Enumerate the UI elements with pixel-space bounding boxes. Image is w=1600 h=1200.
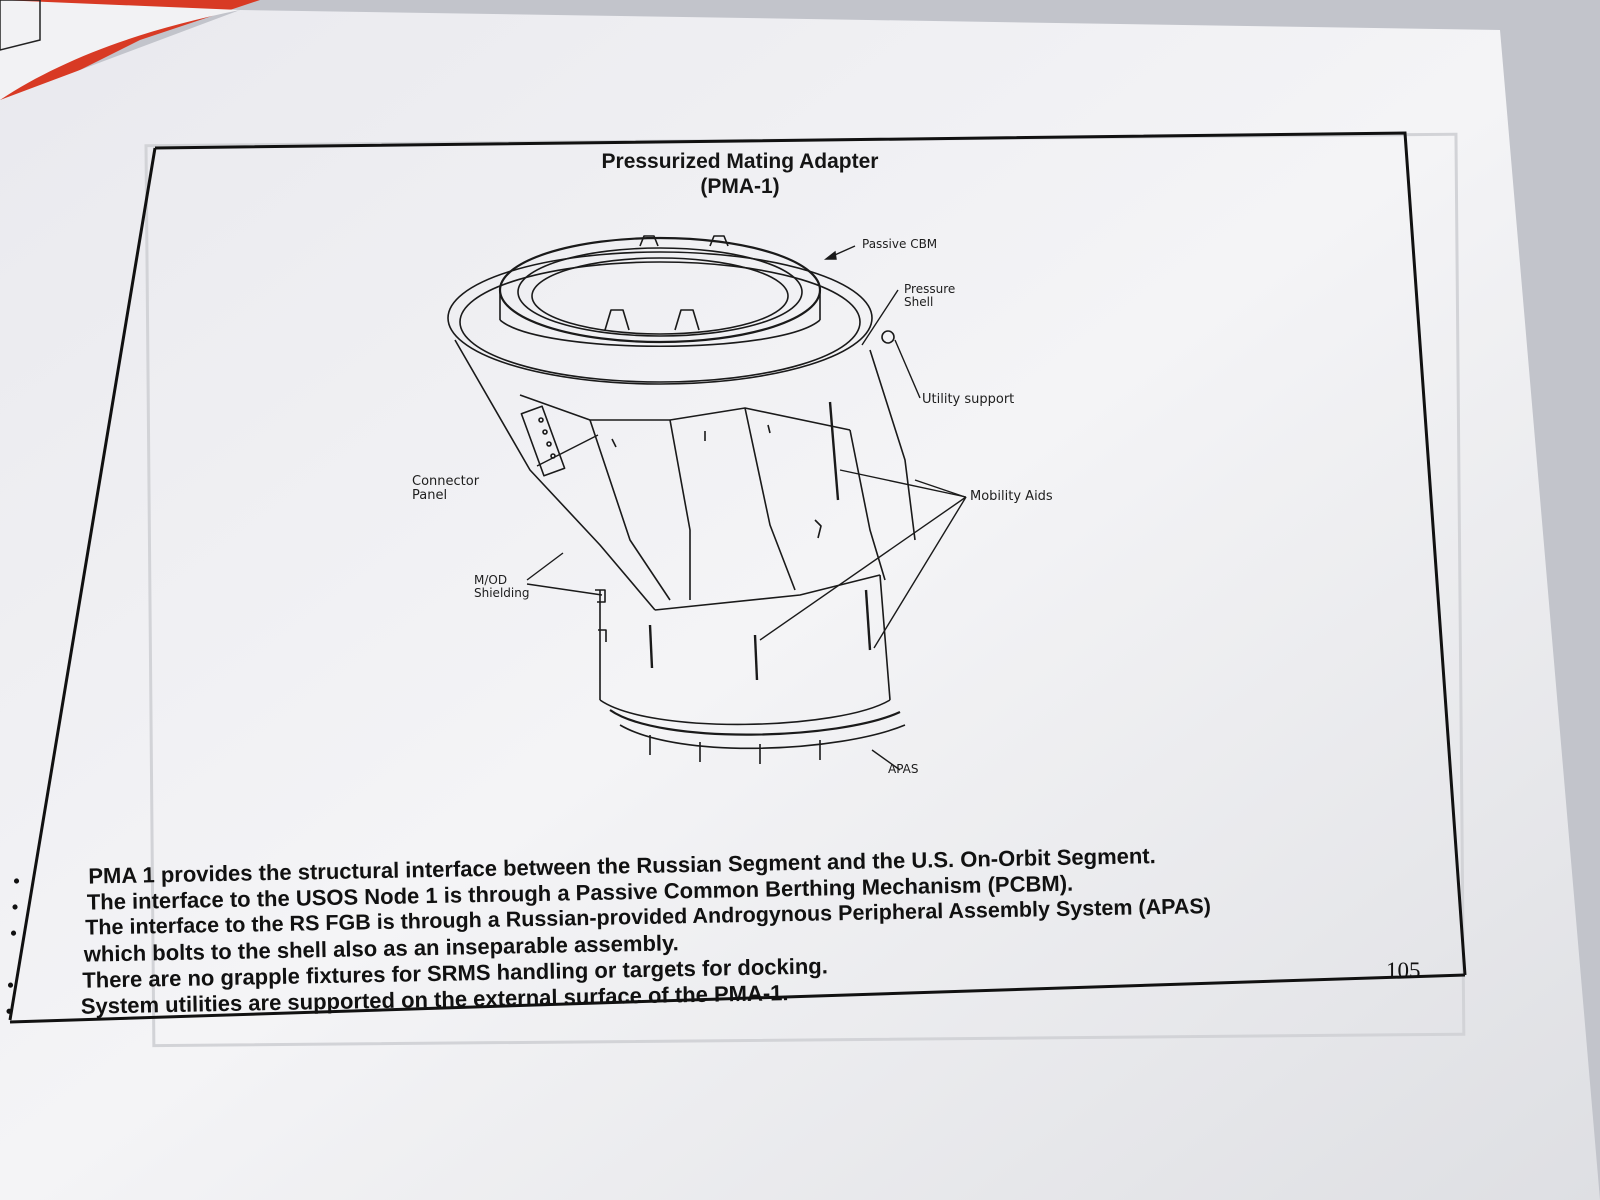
label-mod-shielding: M/OD Shielding [474,573,530,601]
slide-frame [154,131,1467,976]
label-passive-cbm: Passive CBM [862,237,938,251]
bullet-marker: • [11,896,19,918]
bullet-marker: • [7,975,14,996]
mobility-aid-handrail [753,634,759,681]
pressure-shell-flange [447,251,873,385]
bullet-marker: • [10,922,17,944]
label-pressure-shell: Pressure Shell [904,282,956,310]
label-utility-support: Utility support [922,392,1015,407]
utility-support-lug [881,330,895,344]
passive-cbm-ring [498,236,822,344]
page-number: 105 [1386,958,1421,983]
bullet-marker: • [13,870,20,892]
bullet-marker: • [5,1001,13,1022]
slide-title: Pressurized Mating Adapter [601,150,879,173]
apas-ring [609,709,901,736]
label-connector-panel: Connector Panel [412,474,480,504]
bullet-list: • PMA 1 provides the structural interfac… [0,825,1456,1053]
connector-panel [520,405,566,477]
paper-sheet [0,10,1600,1200]
label-apas: APAS [888,762,919,776]
mobility-aid-handrail [648,624,654,669]
label-mobility-aids: Mobility Aids [970,489,1053,504]
mobility-aid-handrail [828,401,840,501]
slide-subtitle: (PMA-1) [700,175,780,198]
